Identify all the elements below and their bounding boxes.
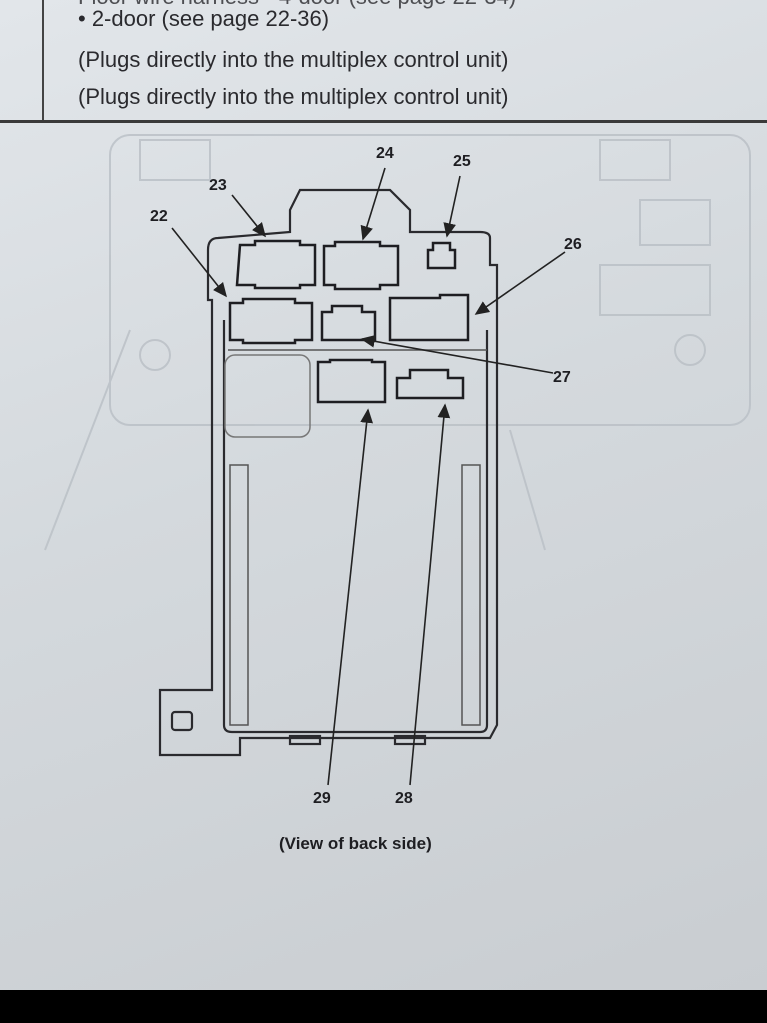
arrow-22 [171,227,227,298]
label-22: 22 [150,208,168,225]
bullet-2door-text: • 2-door (see page 22-36) [78,6,330,31]
arrow-26 [474,251,566,315]
connector-22 [228,297,314,345]
note-line-2: (Plugs directly into the multiplex contr… [78,84,509,109]
connector-23 [235,239,317,290]
arrow-29 [327,408,374,786]
table-divider-vertical [42,0,44,120]
label-26: 26 [564,236,582,253]
connector-25 [426,241,457,270]
label-27: 27 [553,369,571,386]
connector-26 [388,293,470,342]
arrow-23 [231,194,267,238]
cut-off-text-line: Floor wire harness • 4-door (see page 22… [78,0,516,10]
document-page [0,0,767,990]
arrow-24 [360,167,386,241]
connector-27 [320,304,377,342]
connector-29 [316,358,387,404]
arrow-28 [409,403,451,786]
label-24: 24 [376,145,394,162]
fuse-box-housing [158,188,499,757]
label-28: 28 [395,790,413,807]
fuse-box-diagram: 22 23 24 25 26 27 28 29 (View of back si… [44,134,751,853]
arrow-27 [360,334,554,374]
label-29: 29 [313,790,331,807]
note-line-1: (Plugs directly into the multiplex contr… [78,47,509,72]
bleed-through-ghost [44,134,751,551]
connector-28 [395,368,465,400]
label-25: 25 [453,153,471,170]
table-divider-horizontal [0,120,767,123]
arrow-25 [443,175,461,238]
connector-24 [322,240,400,291]
label-23: 23 [209,177,227,194]
diagram-caption: (View of back side) [279,834,432,853]
